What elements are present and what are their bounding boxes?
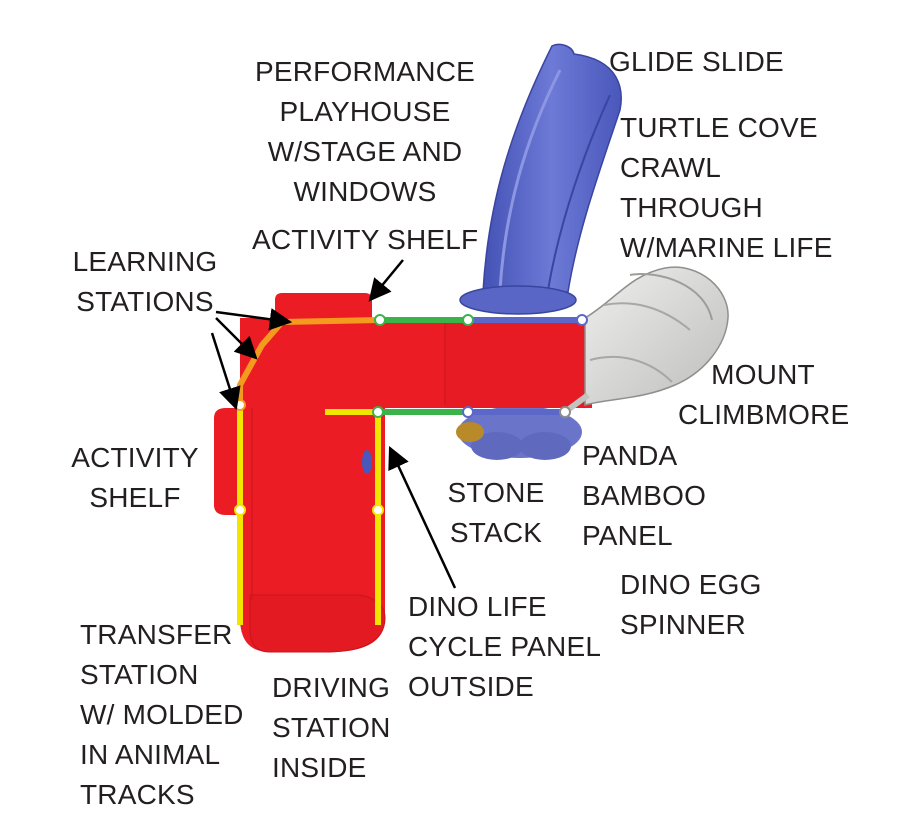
- mount-climbmore-label: MOUNT CLIMBMORE: [678, 359, 850, 430]
- leader-arrows: [210, 259, 457, 589]
- turtle-cove-tunnel: [584, 266, 729, 406]
- learning-stations-label: LEARNING STATIONS: [72, 246, 218, 317]
- panda-bamboo-label: PANDA BAMBOO PANEL: [582, 440, 707, 551]
- dino-life-label: DINO LIFE CYCLE PANEL OUTSIDE: [408, 591, 602, 702]
- stone-stack-label: STONE STACK: [447, 477, 545, 548]
- stone-stack: [456, 406, 582, 460]
- steering-wheel: [362, 450, 372, 474]
- glide-slide-label: GLIDE SLIDE: [609, 46, 784, 77]
- activity-shelf-left-label: ACTIVITY SHELF: [71, 442, 199, 513]
- transfer-station-label: TRANSFER STATION W/ MOLDED IN ANIMAL TRA…: [80, 619, 244, 810]
- driving-station-label: DRIVING STATION INSIDE: [272, 672, 391, 783]
- turtle-cove-label: TURTLE COVE CRAWL THROUGH W/MARINE LIFE: [620, 112, 833, 263]
- dino-egg-label: DINO EGG SPINNER: [620, 569, 762, 640]
- performance-playhouse-label: PERFORMANCE PLAYHOUSE W/STAGE AND WINDOW…: [255, 56, 475, 207]
- glide-slide: [459, 43, 622, 315]
- activity-shelf-top-label: ACTIVITY SHELF: [252, 224, 479, 255]
- playhouse-body: [214, 293, 592, 653]
